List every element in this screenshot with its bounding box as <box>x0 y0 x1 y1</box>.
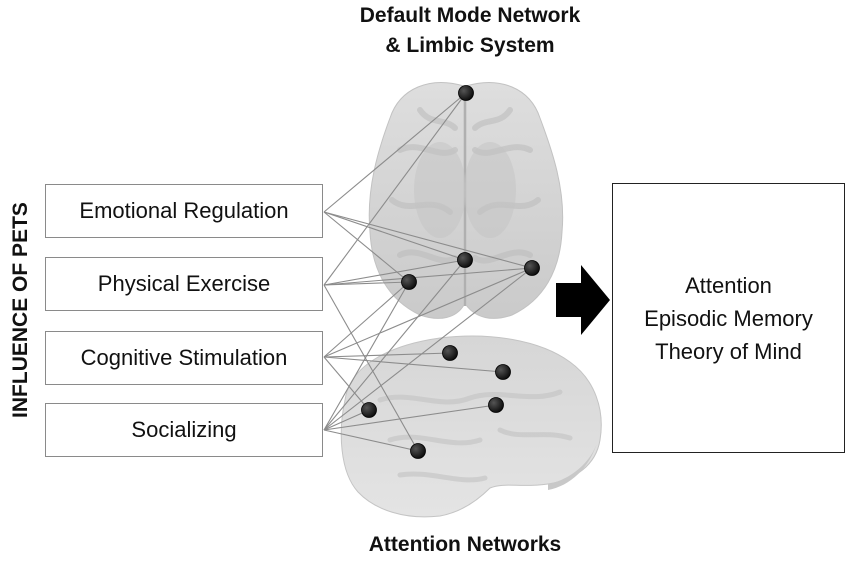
brain-region-node <box>458 85 474 101</box>
connector-line <box>323 211 533 269</box>
lateral-fold <box>377 389 573 483</box>
connector-line <box>323 267 533 431</box>
lateral-cortex <box>340 335 602 518</box>
connector-line <box>323 356 504 373</box>
right-arrow <box>556 265 610 335</box>
brain-region-node <box>524 260 540 276</box>
connector-line <box>323 259 466 286</box>
connector-line <box>323 409 370 431</box>
connector-line <box>323 404 497 431</box>
cerebellum-shade <box>548 440 598 490</box>
connector-line <box>323 284 419 452</box>
brain-region-node <box>488 397 504 413</box>
default-mode-network-title: Default Mode Network & Limbic System <box>300 1 640 61</box>
emotional-regulation-box: Emotional Regulation <box>45 184 323 238</box>
socializing-box: Socializing <box>45 403 323 457</box>
title-line-1: Default Mode Network <box>359 4 581 27</box>
connector-line <box>323 267 533 358</box>
outcome-theory-of-mind: Theory of Mind <box>655 338 802 364</box>
connector-line <box>323 211 466 261</box>
connector-line <box>323 429 419 452</box>
brain-region-node <box>401 274 417 290</box>
title-line-2: & Limbic System <box>385 34 555 57</box>
side-brain-view <box>340 335 602 518</box>
top-brain-view <box>368 82 564 319</box>
attention-networks-title: Attention Networks <box>368 533 562 556</box>
connector-line <box>323 211 410 283</box>
connector-lines <box>323 92 533 452</box>
brain-region-node <box>457 252 473 268</box>
connector-line <box>323 352 451 358</box>
connector-line <box>323 92 467 286</box>
deep-structure-shade <box>464 142 516 238</box>
outcomes-box: Attention Episodic Memory Theory of Mind <box>612 183 845 453</box>
physical-exercise-box: Physical Exercise <box>45 257 323 311</box>
brain-region-nodes <box>361 85 540 459</box>
outcome-attention: Attention <box>685 272 772 298</box>
brain-region-node <box>442 345 458 361</box>
connector-line <box>323 92 467 213</box>
connector-line <box>323 281 410 431</box>
deep-structure-shade <box>414 142 466 238</box>
outcome-episodic-memory: Episodic Memory <box>644 305 813 331</box>
brain-region-node <box>495 364 511 380</box>
connector-line <box>323 259 466 431</box>
brain-region-node <box>410 443 426 459</box>
connector-line <box>323 281 410 358</box>
cognitive-stimulation-box: Cognitive Stimulation <box>45 331 323 385</box>
connector-line <box>323 267 533 286</box>
influence-of-pets-label: INFLUENCE OF PETS <box>9 202 32 418</box>
brain-region-node <box>361 402 377 418</box>
connector-line <box>323 281 410 286</box>
